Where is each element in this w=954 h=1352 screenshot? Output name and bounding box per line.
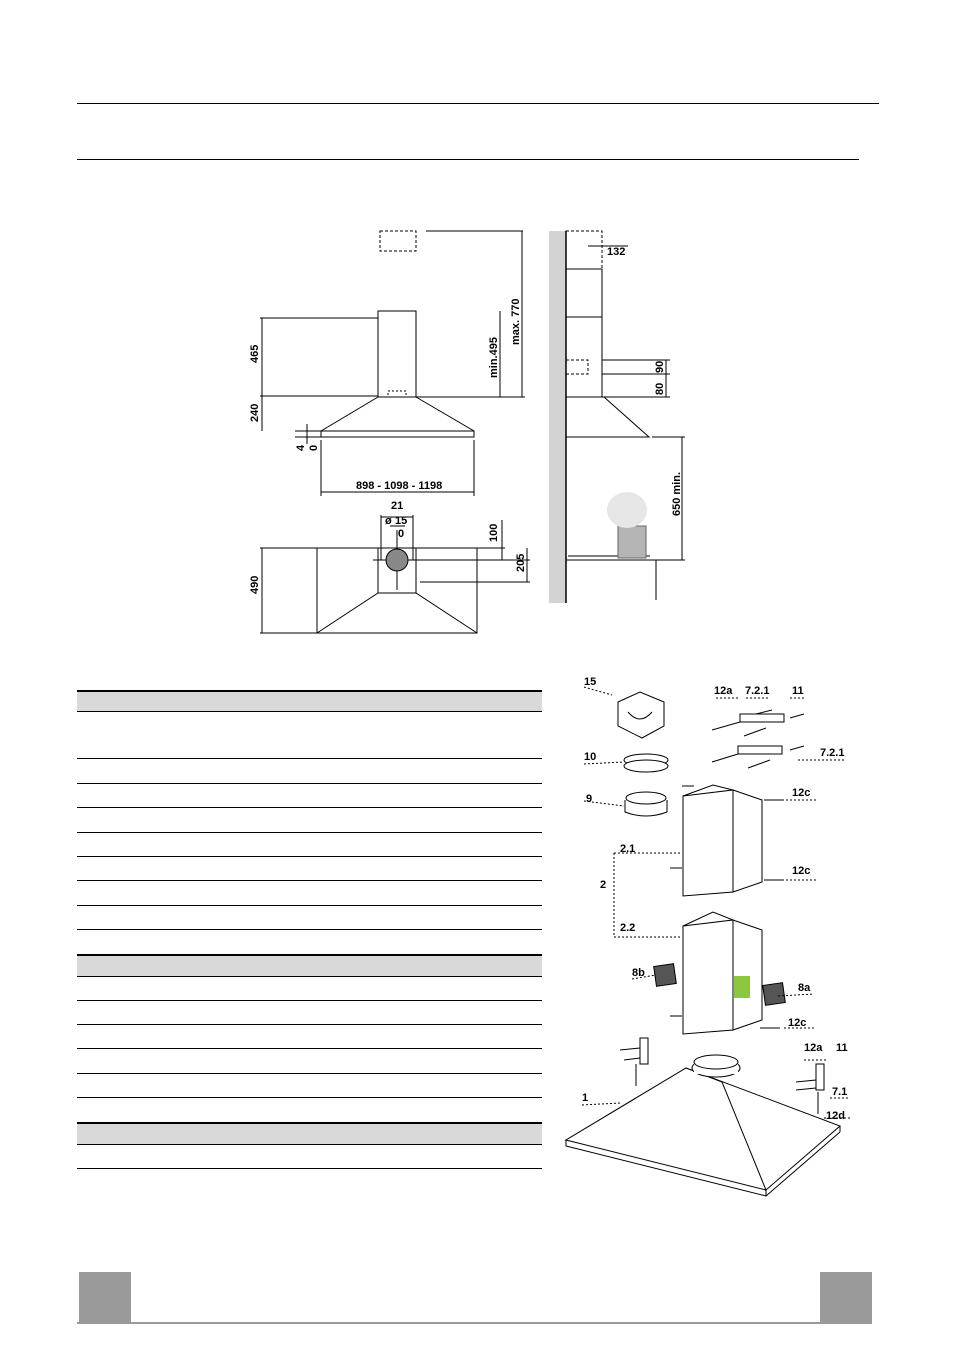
label-7-2-1-top: 7.2.1 <box>745 685 769 697</box>
dim-min495: min.495 <box>488 337 500 378</box>
table-row <box>77 1025 542 1049</box>
dim-465: 465 <box>249 345 261 363</box>
dim-205: 205 <box>515 554 527 572</box>
pot <box>617 525 647 559</box>
label-12c-3: 12c <box>788 1017 806 1029</box>
parts-table <box>77 690 542 1172</box>
chimney-side-upper <box>565 268 603 318</box>
dim-80: 80 <box>654 383 666 395</box>
label-11-bot: 11 <box>836 1042 848 1054</box>
dim-4: 4 <box>295 444 307 451</box>
label-12d: 12d <box>826 1110 845 1122</box>
dim-width-range: 898 - 1098 - 1198 <box>356 480 442 492</box>
dim-90: 90 <box>654 361 666 373</box>
label-2-1: 2.1 <box>620 843 635 855</box>
label-8a: 8a <box>798 982 811 994</box>
part-2-1-chimney-upper <box>682 789 734 897</box>
dim-21: 21 <box>391 500 403 512</box>
chimney-side-lower <box>565 316 603 398</box>
table-header-row <box>77 1122 542 1145</box>
dim-240: 240 <box>249 404 261 422</box>
label-2-2: 2.2 <box>620 922 635 934</box>
dim-132: 132 <box>607 246 625 258</box>
chimney-side-top-dashed <box>565 230 603 270</box>
top-chimney-dashed <box>379 230 417 252</box>
part-7-1-bracket-left <box>639 1037 649 1065</box>
label-15: 15 <box>584 676 596 688</box>
steam <box>607 492 647 528</box>
label-12c-2: 12c <box>792 865 810 877</box>
label-1: 1 <box>582 1092 588 1104</box>
label-12a-top: 12a <box>714 685 733 697</box>
dim-phi: ø <box>385 515 392 527</box>
part-8a-filter <box>762 982 786 1006</box>
footer-rule <box>77 1322 872 1324</box>
part-7-1-bracket-right <box>815 1063 825 1091</box>
table-row <box>77 784 542 808</box>
hood-side <box>566 396 651 438</box>
table-row <box>77 711 542 759</box>
table-row <box>77 759 542 784</box>
label-11-top: 11 <box>792 685 804 697</box>
part-8b-filter <box>653 963 677 987</box>
table-row <box>77 808 542 833</box>
dim-100: 100 <box>488 524 500 542</box>
dim-15: 15 <box>395 515 407 527</box>
dim-490: 490 <box>249 576 261 594</box>
label-12a-bot: 12a <box>804 1042 823 1054</box>
label-8b: 8b <box>632 967 645 979</box>
table-row <box>77 857 542 881</box>
table-row <box>77 1074 542 1098</box>
exploded-view: 15 12a 7.2.1 11 7.2.1 10 9 12c 2.1 2 12c… <box>564 676 850 1197</box>
chimney-front <box>377 310 417 398</box>
duct-circle <box>385 548 409 572</box>
table-row <box>77 1049 542 1074</box>
table-row <box>77 976 542 1001</box>
table-row <box>77 1001 542 1025</box>
table-header-row <box>77 954 542 977</box>
top-rule <box>77 103 879 104</box>
part-9-flange <box>624 800 668 817</box>
label-7-2-1-mid: 7.2.1 <box>820 747 844 759</box>
second-rule <box>77 159 859 160</box>
dim-max770: max. 770 <box>510 299 522 345</box>
table-row <box>77 833 542 857</box>
dim-0: 0 <box>308 445 320 451</box>
footer-left-tab <box>79 1272 131 1324</box>
dim-650: 650 min. <box>671 472 683 516</box>
label-12c-1: 12c <box>792 787 810 799</box>
filter-highlight <box>734 976 750 998</box>
table-row <box>77 1144 542 1169</box>
part-15-connector <box>617 691 665 739</box>
part-2-2-chimney-lower <box>682 919 734 1035</box>
dim-0b: 0 <box>398 528 404 540</box>
label-9: 9 <box>586 793 592 805</box>
part-7-2-1-bracket-mid <box>737 745 783 755</box>
wall <box>549 231 566 603</box>
table-row <box>77 881 542 906</box>
table-header-row <box>77 690 542 712</box>
part-7-2-1-bracket-top <box>739 713 785 723</box>
table-row <box>77 906 542 930</box>
label-2: 2 <box>600 879 606 891</box>
dimension-drawing: 465 240 4 0 898 - 1098 - 1198 min.495 ma… <box>249 230 685 634</box>
footer-right-tab <box>820 1272 872 1324</box>
label-7-1: 7.1 <box>832 1086 847 1098</box>
hood-front <box>320 396 475 438</box>
label-10: 10 <box>584 751 596 763</box>
